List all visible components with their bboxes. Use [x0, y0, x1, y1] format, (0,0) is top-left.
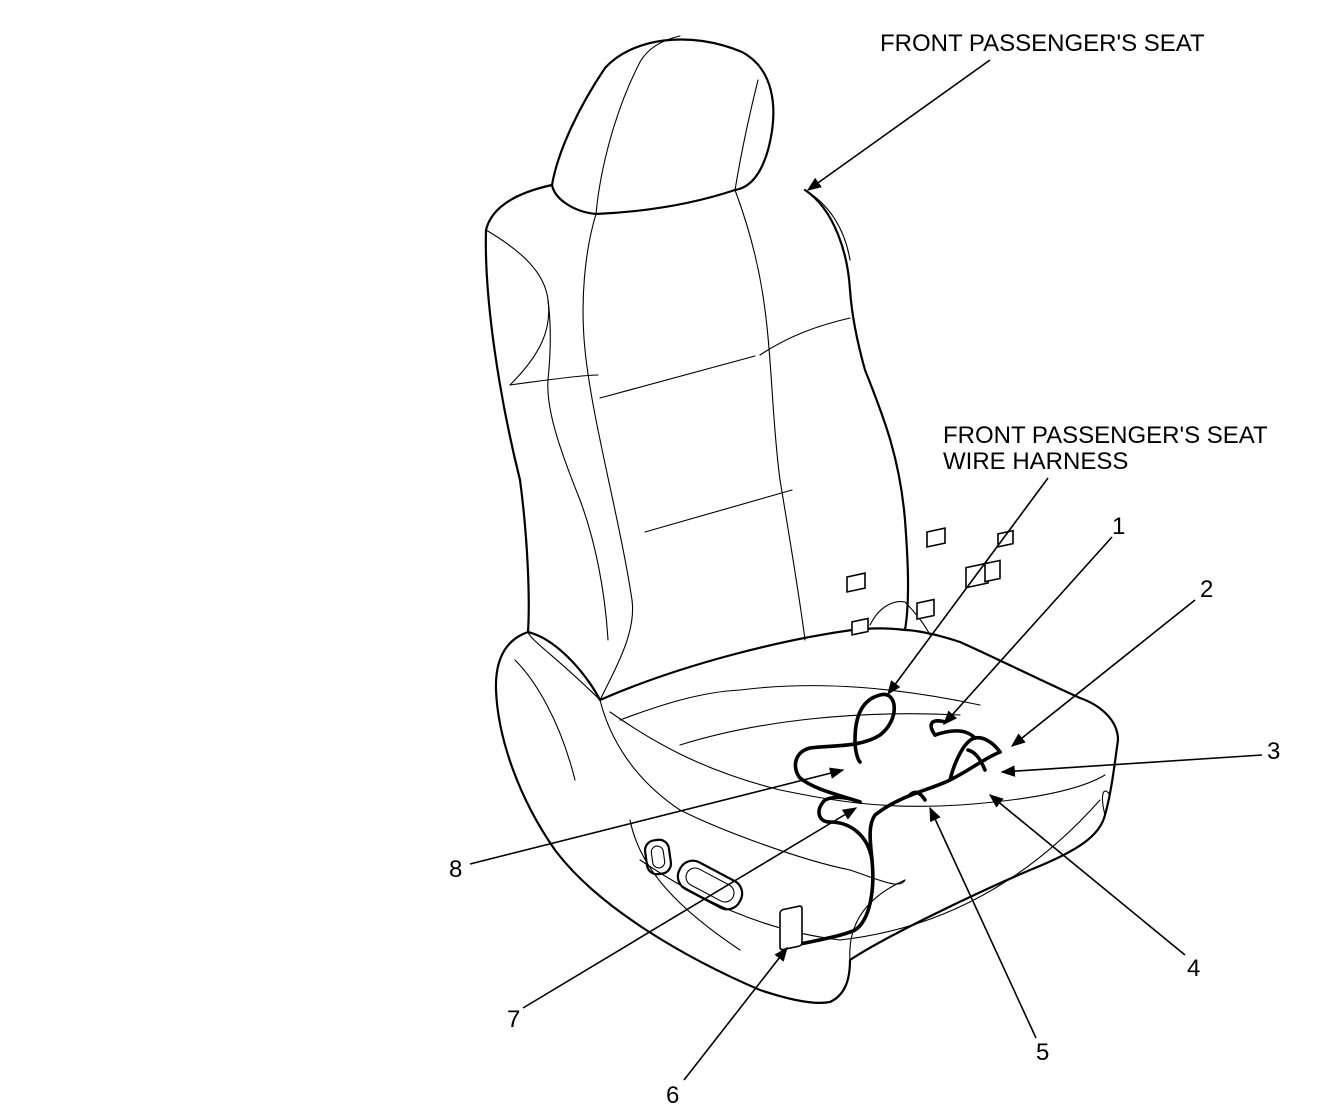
leader-4: [988, 794, 1186, 956]
callout-6: 6: [666, 1082, 680, 1109]
seat-back: [484, 183, 910, 702]
leader-harness: [887, 477, 1049, 696]
leader-lines: [469, 59, 1263, 1081]
wire-harness: [793, 692, 1002, 947]
callout-8: 8: [449, 856, 463, 883]
seat-switches: [643, 838, 744, 911]
leader-6: [683, 946, 788, 1081]
leader-2: [1010, 599, 1196, 747]
callout-5: 5: [1036, 1039, 1050, 1066]
callout-7: 7: [507, 1006, 521, 1033]
callout-1: 1: [1112, 513, 1126, 540]
connector-shapes: [779, 527, 1014, 951]
leader-1: [943, 536, 1113, 726]
seat-cushion: [494, 601, 1120, 1004]
harness-label-line1: FRONT PASSENGER'S SEAT: [943, 422, 1268, 449]
leader-7: [522, 807, 858, 1009]
leader-8: [469, 767, 845, 865]
seat-label: FRONT PASSENGER'S SEAT: [880, 30, 1205, 57]
callout-2: 2: [1200, 576, 1214, 603]
leader-5: [929, 806, 1037, 1039]
leader-3: [1000, 754, 1263, 777]
callout-3: 3: [1267, 738, 1281, 765]
callout-4: 4: [1187, 955, 1201, 982]
headrest: [550, 35, 775, 216]
leader-seat: [806, 59, 991, 191]
harness-label-line2: WIRE HARNESS: [943, 448, 1129, 475]
